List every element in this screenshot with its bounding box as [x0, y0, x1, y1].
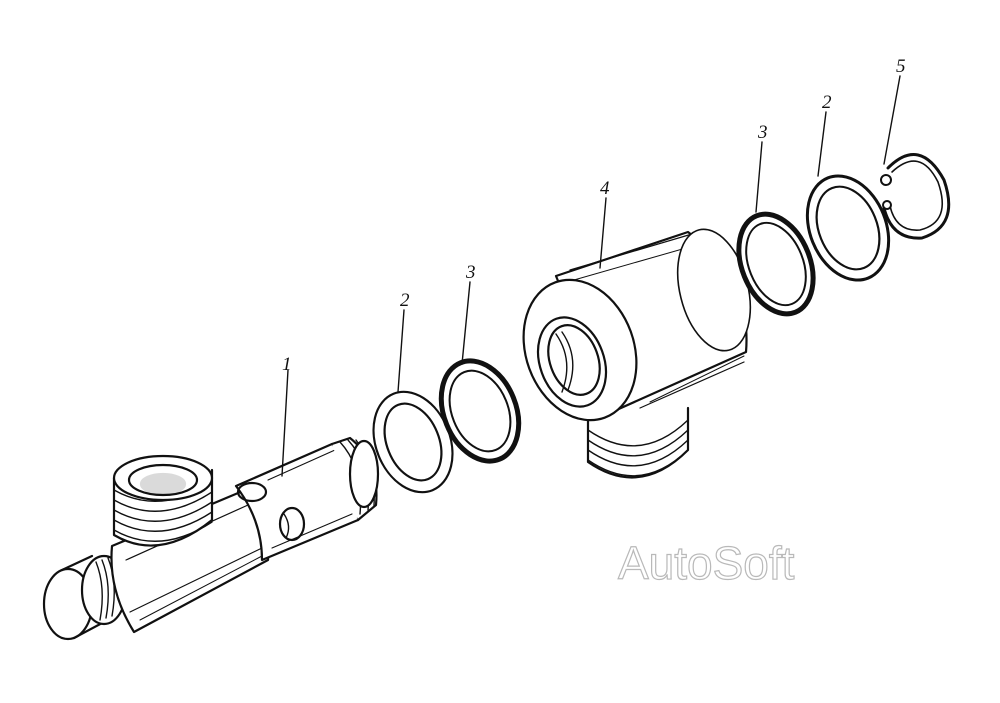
callout-3-left: 3 [465, 262, 476, 283]
part-2-washer-right [805, 174, 891, 282]
part-5-snap-ring [880, 153, 951, 240]
part-2-washer-left [372, 390, 454, 494]
part-4-banjo-housing [522, 228, 752, 479]
part-1-tee-body [42, 436, 380, 641]
autosoft-watermark: AutoSoft [617, 536, 795, 589]
callout-2-left: 2 [400, 290, 410, 311]
part-3-seal-ring-right [736, 211, 816, 317]
callout-4: 4 [600, 178, 610, 199]
callout-1: 1 [282, 354, 292, 375]
leader-lines [281, 75, 901, 477]
callout-3-right: 3 [757, 122, 768, 143]
callout-5: 5 [896, 56, 906, 77]
callout-2-right: 2 [822, 92, 832, 113]
part-3-seal-ring-left [438, 358, 522, 464]
callout-numbers: 1 2 3 4 3 2 5 [282, 56, 906, 375]
